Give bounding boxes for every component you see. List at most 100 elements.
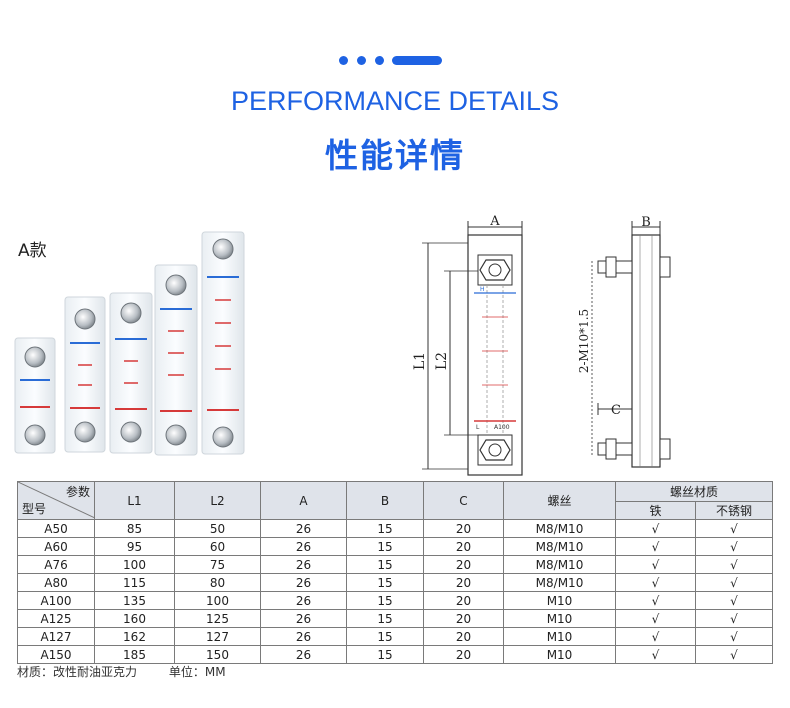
- cell-screw: M8/M10: [503, 573, 616, 592]
- cell-iron: √: [615, 591, 696, 610]
- cell-steel: √: [694, 537, 774, 556]
- cell-l2: 150: [174, 645, 261, 664]
- cell-screw: M10: [503, 609, 616, 628]
- cell-iron: √: [615, 645, 696, 664]
- col-header-l1: L1: [94, 481, 175, 520]
- cell-a: 26: [260, 555, 347, 574]
- scale-h-label: H: [480, 286, 485, 293]
- cell-screw: M8/M10: [503, 537, 616, 556]
- cell-a: 26: [260, 609, 347, 628]
- cell-c: 20: [423, 537, 504, 556]
- cell-steel: √: [694, 645, 774, 664]
- decoration-dot: [375, 56, 384, 65]
- title-chinese: 性能详情: [325, 136, 465, 175]
- cell-c: 20: [423, 555, 504, 574]
- cell-model: A127: [17, 627, 95, 646]
- cell-b: 15: [346, 645, 424, 664]
- cell-c: 20: [423, 573, 504, 592]
- cell-a: 26: [260, 591, 347, 610]
- gauge-a127: [201, 231, 245, 455]
- cell-b: 15: [346, 519, 424, 538]
- cell-steel: √: [694, 627, 774, 646]
- gauge-a100: [154, 264, 198, 456]
- col-header-b: B: [346, 481, 424, 520]
- cell-a: 26: [260, 519, 347, 538]
- cell-screw: M8/M10: [503, 519, 616, 538]
- cell-iron: √: [615, 519, 696, 538]
- thread-spec-label: 2-M10*1.5: [577, 309, 591, 373]
- cell-iron: √: [615, 609, 696, 628]
- col-header-screw: 螺丝: [503, 481, 616, 520]
- dim-l2-label: L2: [434, 352, 450, 370]
- dim-c-label: C: [611, 403, 621, 418]
- gauge-a76: [109, 292, 153, 454]
- cell-iron: √: [615, 555, 696, 574]
- product-photo: [14, 231, 245, 456]
- decoration-dot: [339, 56, 348, 65]
- cell-c: 20: [423, 609, 504, 628]
- cell-b: 15: [346, 609, 424, 628]
- cell-model: A76: [17, 555, 95, 574]
- cell-c: 20: [423, 645, 504, 664]
- cell-c: 20: [423, 591, 504, 610]
- cell-screw: M10: [503, 591, 616, 610]
- dim-b-label: B: [641, 215, 651, 230]
- cell-iron: √: [615, 573, 696, 592]
- cell-b: 15: [346, 627, 424, 646]
- dim-a-label: A: [489, 214, 500, 229]
- cell-l1: 135: [94, 591, 175, 610]
- cell-model: A150: [17, 645, 95, 664]
- gauge-a50: [14, 337, 56, 454]
- cell-a: 26: [260, 645, 347, 664]
- cell-l2: 60: [174, 537, 261, 556]
- cell-a: 26: [260, 573, 347, 592]
- cell-c: 20: [423, 519, 504, 538]
- cell-model: A100: [17, 591, 95, 610]
- side-view-drawing: B 2-M10*1.5 C: [577, 215, 671, 468]
- cell-l2: 75: [174, 555, 261, 574]
- footer-note: 材质：改性耐油亚克力 单位：MM: [17, 663, 254, 680]
- title-english: PERFORMANCE DETAILS: [230, 86, 560, 116]
- scale-model-label: A100: [494, 424, 510, 431]
- cell-iron: √: [615, 537, 696, 556]
- cell-steel: √: [694, 519, 774, 538]
- material-note: 材质：改性耐油亚克力: [17, 665, 138, 679]
- cell-model: A50: [17, 519, 95, 538]
- cell-steel: √: [694, 591, 774, 610]
- cell-l2: 100: [174, 591, 261, 610]
- decoration-bar: [392, 56, 442, 65]
- model-label: A款: [18, 241, 47, 261]
- cell-b: 15: [346, 591, 424, 610]
- cell-l1: 85: [94, 519, 175, 538]
- cell-iron: √: [615, 627, 696, 646]
- cell-model: A60: [17, 537, 95, 556]
- cell-steel: √: [694, 573, 774, 592]
- cell-l1: 185: [94, 645, 175, 664]
- col-header-l2: L2: [174, 481, 261, 520]
- gauge-a60: [64, 296, 106, 453]
- decoration-dot: [357, 56, 366, 65]
- cell-l2: 80: [174, 573, 261, 592]
- cell-l2: 125: [174, 609, 261, 628]
- cell-a: 26: [260, 627, 347, 646]
- cell-l1: 95: [94, 537, 175, 556]
- unit-note: 单位：MM: [168, 665, 226, 679]
- scale-l-label: L: [476, 424, 480, 431]
- col-header-material: 螺丝材质: [614, 481, 774, 502]
- cell-c: 20: [423, 627, 504, 646]
- cell-l1: 115: [94, 573, 175, 592]
- cell-model: A125: [17, 609, 95, 628]
- dim-l1-label: L1: [412, 352, 428, 370]
- col-header-a: A: [260, 481, 347, 520]
- cell-screw: M10: [503, 627, 616, 646]
- cell-l2: 127: [174, 627, 261, 646]
